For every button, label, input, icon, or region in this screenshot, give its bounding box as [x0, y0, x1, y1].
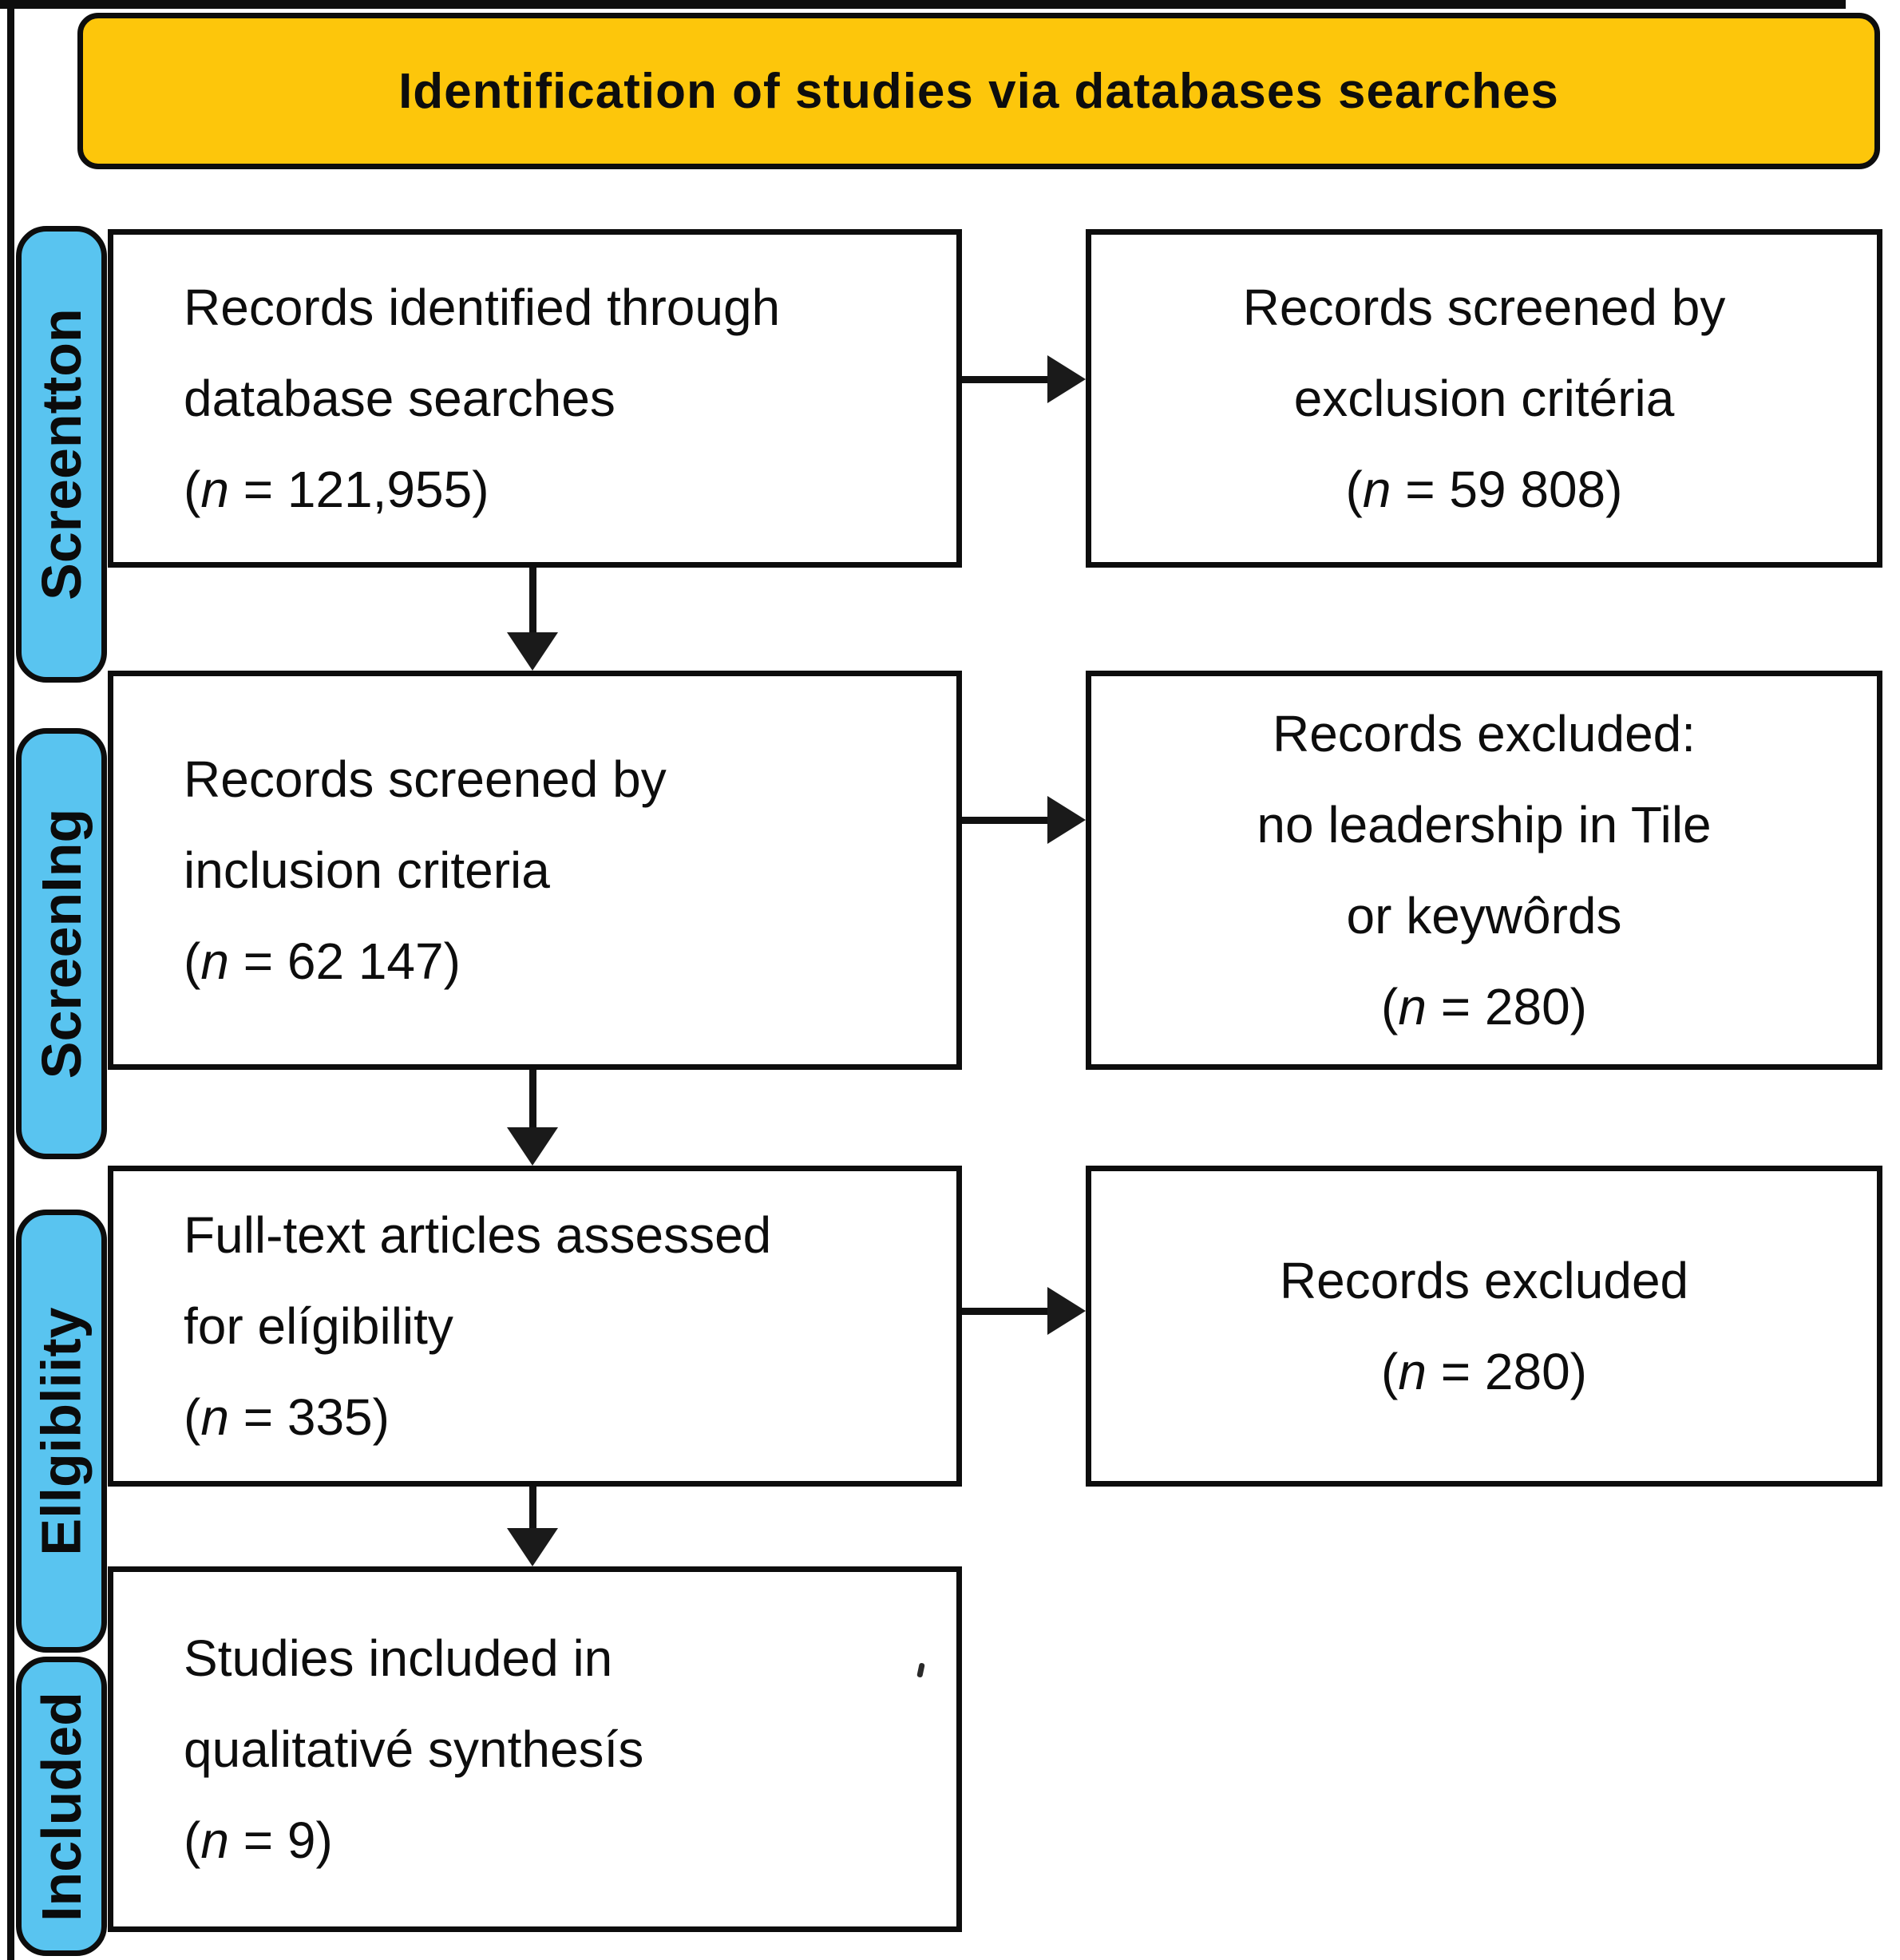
box-count: (n = 335) — [184, 1388, 390, 1446]
frame-top-line — [0, 0, 1846, 9]
box-studies-included: Studies included in qualitativé synthesí… — [108, 1566, 962, 1932]
stage-label-included: Included — [16, 1657, 107, 1956]
box-line: database searches — [184, 370, 616, 427]
box-line: exclusion critéria — [1293, 370, 1675, 427]
header-banner: Identification of studies via databases … — [77, 13, 1880, 169]
arrow-right-2-line — [962, 817, 1050, 824]
box-line: Records excluded — [1279, 1252, 1689, 1309]
stage-label-screentton-text: Screentton — [30, 308, 93, 600]
box-screened-exclusion: Records screened by exclusion critéria (… — [1086, 229, 1882, 568]
arrow-right-2-head-icon — [1047, 796, 1086, 844]
box-line: for elígibility — [184, 1297, 453, 1355]
box-line: Studies included in — [184, 1629, 613, 1687]
box-records-identified: Records identified through database sear… — [108, 229, 962, 568]
box-line: inclusion criteria — [184, 841, 550, 899]
box-line: Full-text articles assessed — [184, 1206, 772, 1264]
stage-label-screening: ScreenIng — [16, 728, 107, 1159]
arrow-right-3-head-icon — [1047, 1287, 1086, 1335]
box-count: (n = 280) — [1381, 978, 1587, 1035]
arrow-down-2-head-icon — [507, 1127, 558, 1166]
box-count: (n = 62 147) — [184, 932, 461, 990]
box-count: (n = 121,955) — [184, 461, 489, 518]
stage-label-screening-text: ScreenIng — [30, 808, 93, 1079]
stage-label-screentton: Screentton — [16, 226, 107, 683]
box-excluded-no-leadership: Records excluded: no leadership in Tile … — [1086, 671, 1882, 1070]
box-line: or keywôrds — [1346, 887, 1622, 944]
arrow-down-3-line — [529, 1487, 536, 1531]
box-line: no leadership in Tile — [1257, 796, 1712, 853]
box-line: Records excluded: — [1272, 705, 1696, 762]
box-count: (n = 59 808) — [1345, 461, 1623, 518]
arrow-down-1-line — [529, 568, 536, 636]
stage-label-eligibility-text: Ellgibliity — [30, 1306, 93, 1556]
box-records-excluded: Records excluded (n = 280) — [1086, 1166, 1882, 1487]
box-line: qualitativé synthesís — [184, 1720, 644, 1778]
box-count: (n = 9) — [184, 1812, 333, 1869]
arrow-right-3-line — [962, 1308, 1050, 1315]
header-title: Identification of studies via databases … — [398, 63, 1559, 119]
frame-left-line — [7, 0, 14, 1960]
stage-label-eligibility: Ellgibliity — [16, 1210, 107, 1653]
box-fulltext-assessed: Full-text articles assessed for elígibil… — [108, 1166, 962, 1487]
arrow-down-1-head-icon — [507, 632, 558, 671]
box-count: (n = 280) — [1381, 1343, 1587, 1400]
box-screened-inclusion: Records screened by inclusion criteria (… — [108, 671, 962, 1070]
arrow-down-3-head-icon — [507, 1528, 558, 1566]
arrow-right-1-head-icon — [1047, 355, 1086, 403]
arrow-right-1-line — [962, 376, 1050, 383]
box-line: Records screened by — [184, 750, 667, 808]
arrow-down-2-line — [529, 1070, 536, 1130]
stage-label-included-text: Included — [30, 1691, 93, 1922]
box-line: Records identified through — [184, 279, 781, 336]
box-line: Records screened by — [1242, 279, 1726, 336]
